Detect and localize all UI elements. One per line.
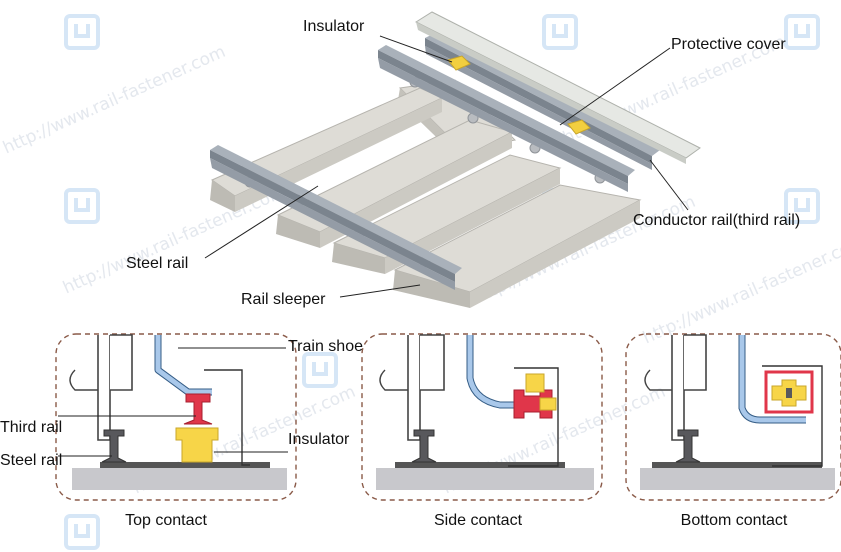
watermark-logo-icon (784, 188, 820, 224)
protective-cover (414, 11, 701, 164)
panel-bottom-contact (625, 333, 841, 501)
bottom-contact-drawing (640, 334, 835, 490)
top-contact-drawing (58, 334, 288, 490)
label-third-rail: Third rail (0, 419, 63, 436)
label-steel-rail-bottom: Steel rail (0, 452, 63, 469)
label-insulator-bottom: Insulator (288, 431, 350, 448)
steel-rail-profile (101, 429, 127, 463)
caption-bottom-contact: Bottom contact (680, 512, 788, 529)
watermark-logo-icon (64, 188, 100, 224)
conductor-rail (425, 34, 660, 170)
panel-side-contact (361, 333, 603, 501)
label-insulator: Insulator (303, 18, 365, 35)
watermark-logo-icon (64, 14, 100, 50)
leader-lines (204, 35, 689, 298)
caption-top-contact: Top contact (125, 512, 207, 529)
caption-side-contact: Side contact (433, 512, 523, 529)
label-conductor-rail: Conductor rail(third rail) (633, 212, 801, 229)
side-contact-drawing (376, 334, 594, 490)
watermark-logo-icon (542, 14, 578, 50)
watermark-logo-icon (784, 14, 820, 50)
panel-top-contact (55, 333, 297, 501)
label-train-shoe: Train shoe (288, 338, 363, 355)
watermark-logo-icon (302, 352, 338, 388)
third-rail-red (183, 393, 213, 425)
cover-outline (204, 369, 250, 466)
insulator-yellow-block (175, 427, 219, 463)
steel-rail (378, 45, 635, 192)
label-protective-cover: Protective cover (671, 36, 786, 53)
train-shoe (155, 335, 212, 395)
insulator-yellow (447, 55, 591, 135)
track-3d (204, 11, 701, 308)
label-rail-sleeper: Rail sleeper (241, 291, 326, 308)
steel-rail (210, 145, 462, 290)
ground-slab (72, 468, 287, 490)
label-steel-rail: Steel rail (126, 255, 189, 272)
rail-sleeper (276, 119, 514, 248)
